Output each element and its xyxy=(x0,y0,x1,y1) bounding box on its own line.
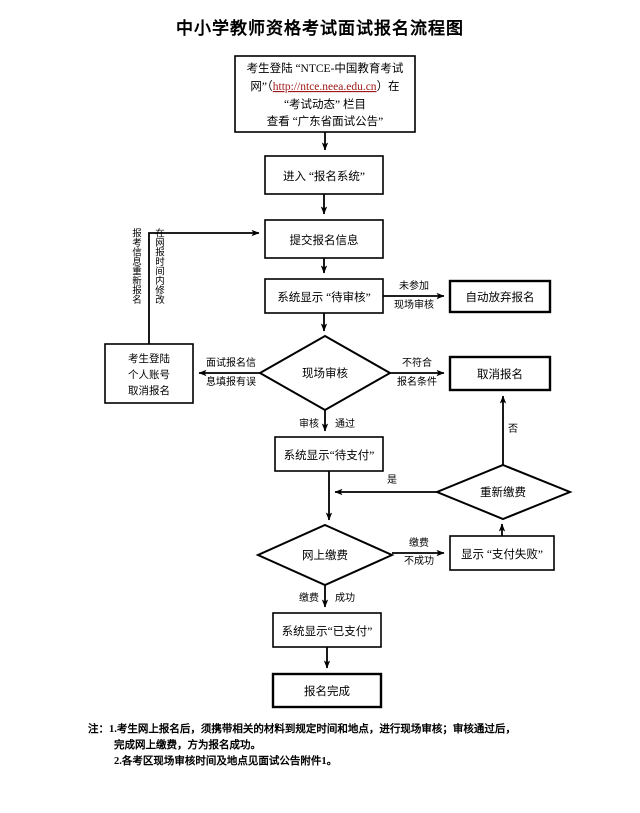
node-n10-diamond xyxy=(434,463,573,521)
ntce-url-link[interactable]: http://ntce.neea.edu.cn xyxy=(273,81,377,93)
node-n5-label: 自动放弃报名 xyxy=(466,290,535,304)
node-n1-line1: 考生登陆 “NTCE-中国教育考试 xyxy=(247,61,404,75)
node-n3-box xyxy=(264,219,384,259)
node-n7-line3: 取消报名 xyxy=(128,384,170,397)
edge-label-e13: 缴费 xyxy=(299,591,319,604)
node-n14-box xyxy=(271,672,383,709)
edge-n7-n3-feedback xyxy=(148,229,260,344)
edge-label-e1: 未参加 xyxy=(399,279,429,292)
node-n7-line2: 个人账号 xyxy=(128,369,170,381)
node-n10-label: 重新缴费 xyxy=(480,485,526,499)
notes-block: 注：1.考生网上报名后，须携带相关的材料到规定时间和地点，进行现场审核；审核通过… xyxy=(88,722,608,770)
node-n8-label: 取消报名 xyxy=(477,367,523,381)
edge-label-e11: 缴费 xyxy=(409,536,429,549)
node-n12-box xyxy=(449,535,555,571)
notes-line-1: 注：1.考生网上报名后，须携带相关的材料到规定时间和地点，进行现场审核；审核通过… xyxy=(88,724,516,735)
notes-line-2: 完成网上缴费，方为报名成功。 xyxy=(114,740,261,751)
edge-label-e8: 通过 xyxy=(335,417,355,430)
page-title: 中小学教师资格考试面试报名流程图 xyxy=(176,19,464,38)
edge-label-e7: 审核 xyxy=(299,417,319,430)
node-n7-line1: 考生登陆 xyxy=(128,352,170,365)
node-n14-label: 报名完成 xyxy=(304,684,350,698)
edge-label-e12: 不成功 xyxy=(404,555,434,567)
edge-label-e3: 不符合 xyxy=(402,356,432,369)
vertical-label-v2: 在网报时间内修改 xyxy=(153,228,163,304)
node-n13-label: 系统显示“已支付” xyxy=(282,625,373,638)
node-n2-label: 进入 “报名系统” xyxy=(283,169,365,183)
node-n6-label: 现场审核 xyxy=(302,366,348,380)
notes-line-3: 2.各考区现场审核时间及地点见面试公告附件1。 xyxy=(114,756,338,767)
node-n11-label: 网上缴费 xyxy=(302,548,348,562)
node-n8-box xyxy=(448,355,552,392)
edge-label-e2: 现场审核 xyxy=(394,298,434,311)
node-n12-label: 显示 “支付失败” xyxy=(461,547,543,561)
edge-label-e14: 成功 xyxy=(335,592,355,604)
edge-label-e4: 报名条件 xyxy=(397,375,437,388)
node-n5-box xyxy=(448,279,552,314)
node-n4-label: 系统显示 “待审核” xyxy=(277,290,371,304)
node-n1-line4: 查看 “广东省面试公告” xyxy=(267,114,384,128)
edge-label-e9: 是 xyxy=(387,474,397,486)
vertical-label-v1: 报考信息重新报名 xyxy=(130,228,140,304)
node-n9-label: 系统显示“待支付” xyxy=(284,448,375,462)
edge-label-e10: 否 xyxy=(508,423,518,435)
node-n7-box xyxy=(104,343,194,404)
edge-label-e6: 息填报有误 xyxy=(206,375,256,388)
node-n1-line2: 网”（http://ntce.neea.edu.cn）在 xyxy=(250,80,399,93)
node-n1-box xyxy=(234,55,416,133)
node-n3-label: 提交报名信息 xyxy=(290,233,359,247)
edge-label-e5: 面试报名信 xyxy=(206,356,256,369)
node-n1-line3: “考试动态” 栏目 xyxy=(284,97,366,111)
